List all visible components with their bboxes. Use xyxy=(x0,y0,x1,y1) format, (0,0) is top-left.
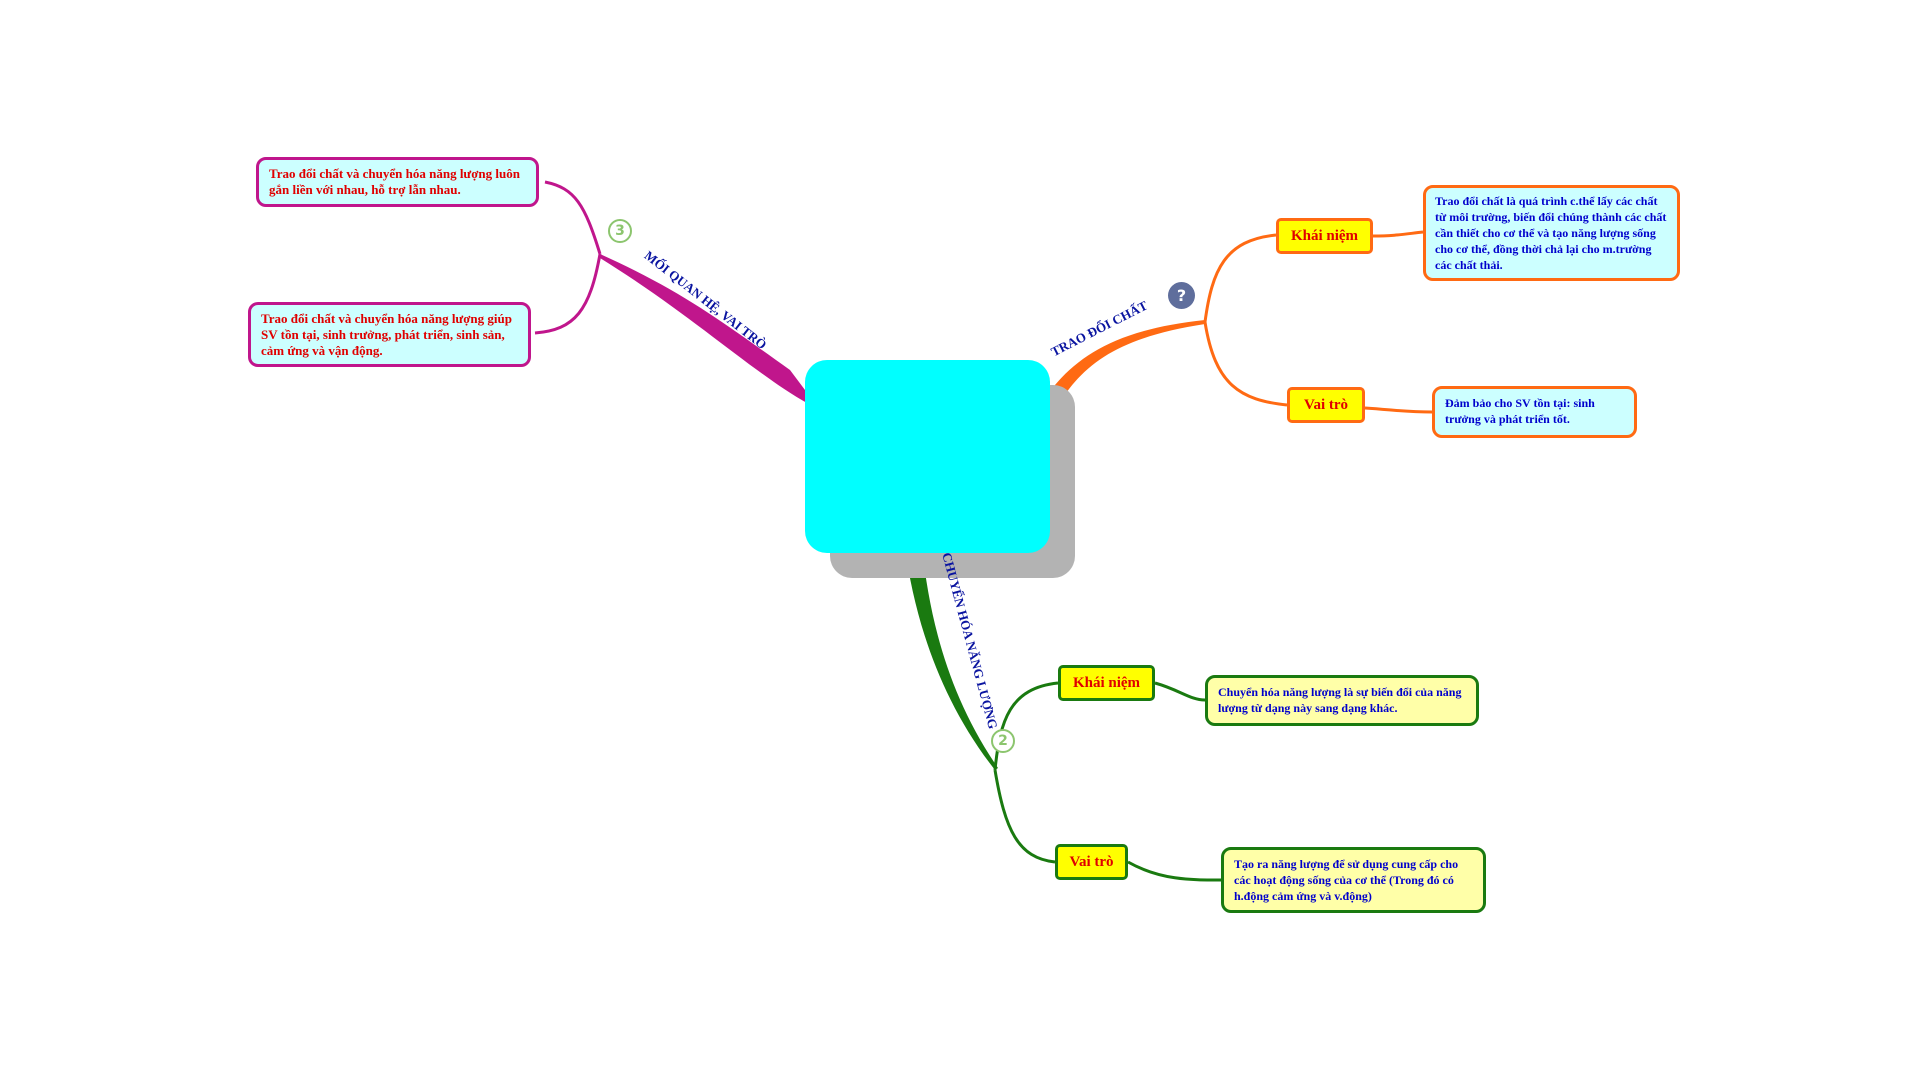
center-node[interactable] xyxy=(805,360,1050,553)
branch-metabolism-sub-2 xyxy=(1203,321,1288,407)
branch-relation-sub-1 xyxy=(544,180,602,255)
branch-energy-sub-2 xyxy=(993,769,1056,864)
metabolism-concept-text[interactable]: Trao đổi chất là quá trình c.thể lấy các… xyxy=(1423,185,1680,281)
branch-relation-main xyxy=(600,254,820,410)
relation-note-2[interactable]: Trao đổi chất và chuyển hóa năng lượng g… xyxy=(248,302,531,367)
energy-concept-text[interactable]: Chuyển hóa năng lượng là sự biến đổi của… xyxy=(1205,675,1479,726)
connector-metabolism-role xyxy=(1364,406,1433,414)
metabolism-concept-label[interactable]: Khái niệm xyxy=(1276,218,1373,254)
energy-role-label[interactable]: Vai trò xyxy=(1055,844,1128,880)
metabolism-role-label[interactable]: Vai trò xyxy=(1287,387,1365,423)
energy-role-text[interactable]: Tạo ra năng lượng để sử dụng cung cấp ch… xyxy=(1221,847,1486,913)
connector-metabolism-concept xyxy=(1372,230,1424,238)
branch-metabolism-sub-1 xyxy=(1203,233,1277,323)
number-2-icon: 2 xyxy=(991,729,1015,753)
metabolism-role-text[interactable]: Đảm bảo cho SV tồn tại: sinh trưởng và p… xyxy=(1432,386,1637,438)
branch-energy-sub-1 xyxy=(993,681,1059,771)
number-3-icon: 3 xyxy=(608,219,632,243)
relation-note-1[interactable]: Trao đổi chất và chuyển hóa năng lượng l… xyxy=(256,157,539,207)
branch-energy-main xyxy=(905,548,998,770)
question-icon: ? xyxy=(1168,282,1195,309)
energy-concept-label[interactable]: Khái niệm xyxy=(1058,665,1155,701)
branch-relation-sub-2 xyxy=(534,253,602,335)
connector-energy-concept xyxy=(1154,681,1206,702)
connector-energy-role xyxy=(1127,860,1222,882)
